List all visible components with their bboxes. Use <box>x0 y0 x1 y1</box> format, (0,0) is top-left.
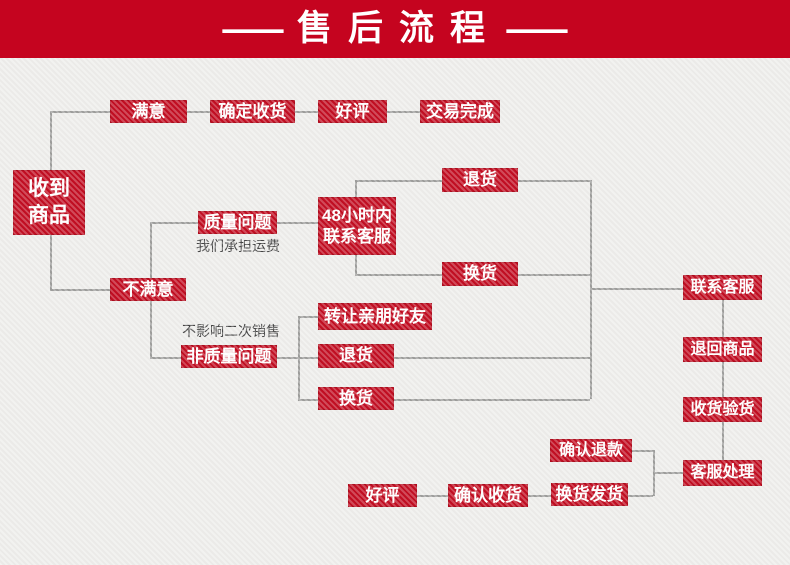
connector-line <box>150 357 181 359</box>
connector-line <box>590 180 592 399</box>
connector-line <box>277 357 298 359</box>
connector-line <box>722 300 724 337</box>
flow-node-exchange-non-quality: 换货 <box>318 387 394 410</box>
banner: — 售后流程 — <box>0 0 790 58</box>
flow-node-label: 非质量问题 <box>186 346 272 366</box>
connector-line <box>187 111 210 113</box>
note-resale-ok: 不影响二次销售 <box>182 323 280 339</box>
connector-line <box>277 222 318 224</box>
flow-node-exchange-quality: 换货 <box>442 262 518 286</box>
flow-node-return-non-quality: 退货 <box>318 344 394 368</box>
flow-node-label: 确定收货 <box>218 101 287 121</box>
connector-line <box>387 111 420 113</box>
flow-node-label: 商品 <box>28 203 70 227</box>
connector-line <box>298 357 318 359</box>
flow-node-label: 好评 <box>365 485 400 505</box>
flow-node-label: 确认退款 <box>558 441 623 459</box>
flow-node-transaction-complete: 交易完成 <box>420 100 500 123</box>
page-title: 售后流程 <box>296 8 501 49</box>
connector-line <box>50 234 52 290</box>
banner-title-row: — 售后流程 — <box>217 0 573 58</box>
flow-node-received-goods: 收到商品 <box>13 170 85 235</box>
connector-line <box>590 288 683 290</box>
flow-node-return-quality: 退货 <box>442 168 518 192</box>
connector-line <box>417 495 448 497</box>
flow-node-confirm-refund: 确认退款 <box>550 439 632 462</box>
banner-left-dash: — <box>222 8 284 49</box>
flow-node-label: 48小时内 <box>322 205 392 225</box>
connector-line <box>394 357 590 359</box>
connector-line <box>518 180 590 182</box>
flow-node-satisfied: 满意 <box>110 100 187 123</box>
flow-node-quality-issue: 质量问题 <box>198 211 277 234</box>
flow-node-label: 收到 <box>28 177 70 201</box>
connector-line <box>355 180 442 182</box>
flow-node-unsatisfied: 不满意 <box>110 278 186 301</box>
connector-line <box>722 422 724 460</box>
flow-node-service-handling: 客服处理 <box>683 460 762 486</box>
flow-node-label: 确认收货 <box>454 485 522 505</box>
flow-node-receive-inspect: 收货验货 <box>683 397 762 422</box>
flow-node-label: 换货 <box>463 264 497 284</box>
connector-line <box>295 111 318 113</box>
flow-node-label: 换货 <box>339 388 373 408</box>
connector-line <box>528 495 551 497</box>
connector-line <box>394 399 590 401</box>
connector-line <box>298 316 318 318</box>
flow-node-label: 交易完成 <box>426 101 494 121</box>
connector-line <box>298 399 318 401</box>
flow-node-contact-within-48h: 48小时内联系客服 <box>318 197 396 255</box>
flow-node-label: 联系客服 <box>323 227 391 246</box>
connector-line <box>355 180 357 197</box>
connector-line <box>50 289 110 291</box>
flow-node-confirm-receipt-top: 确定收货 <box>210 100 295 123</box>
connector-line <box>355 255 357 274</box>
flow-node-label: 满意 <box>131 101 166 121</box>
flow-node-label: 退货 <box>463 170 497 190</box>
connector-line <box>632 450 653 452</box>
connector-line <box>50 111 52 170</box>
flow-node-good-review-top: 好评 <box>318 100 387 123</box>
flow-node-good-review-bottom: 好评 <box>348 484 417 507</box>
flow-node-transfer-to-friends: 转让亲朋好友 <box>318 303 432 330</box>
flow-node-exchange-ship: 换货发货 <box>551 483 628 506</box>
connector-line <box>628 495 653 497</box>
flow-node-label: 好评 <box>335 101 370 121</box>
flow-node-label: 换货发货 <box>555 484 624 504</box>
flow-node-return-product: 退回商品 <box>683 337 762 362</box>
flow-node-label: 联系客服 <box>690 278 755 296</box>
flow-node-confirm-receipt-bottom: 确认收货 <box>448 484 528 507</box>
flow-node-label: 收货验货 <box>690 400 755 418</box>
banner-right-dash: — <box>506 8 568 49</box>
connector-line <box>50 111 110 113</box>
connector-line <box>518 274 590 276</box>
flow-node-label: 客服处理 <box>690 464 755 481</box>
connector-line <box>150 222 198 224</box>
connector-line <box>355 274 442 276</box>
connector-line <box>150 301 152 358</box>
flow-node-label: 转让亲朋好友 <box>324 306 426 326</box>
flow-node-non-quality-issue: 非质量问题 <box>181 345 277 368</box>
connector-line <box>150 222 152 278</box>
connector-line <box>653 472 683 474</box>
flow-node-contact-service: 联系客服 <box>683 275 762 300</box>
note-we-pay-shipping: 我们承担运费 <box>196 238 280 254</box>
flow-node-label: 不满意 <box>122 279 174 299</box>
connector-line <box>722 362 724 397</box>
flow-node-label: 退回商品 <box>690 340 755 358</box>
flow-node-label: 退货 <box>339 346 373 366</box>
flow-node-label: 质量问题 <box>203 212 272 232</box>
